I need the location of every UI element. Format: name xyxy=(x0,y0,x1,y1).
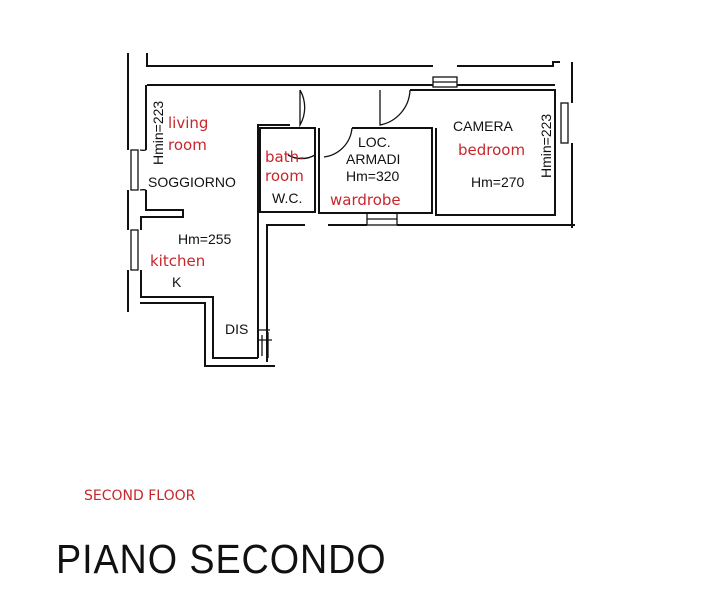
bedroom-height: Hm=270 xyxy=(471,174,525,190)
kitchen-label: K xyxy=(172,274,182,290)
floor-title: PIANO SECONDO xyxy=(56,536,387,582)
bedroom-hmin: Hmin=223 xyxy=(538,114,554,178)
floor-annotation: SECOND FLOOR xyxy=(84,488,196,504)
wardrobe-label-1: LOC. xyxy=(358,134,391,150)
bath-annotation-2: room xyxy=(265,167,304,185)
bath-annotation-1: bath- xyxy=(265,148,305,166)
walls xyxy=(127,53,575,367)
kitchen-annotation: kitchen xyxy=(150,252,205,270)
bath-label: W.C. xyxy=(272,190,302,206)
living-annotation-1: living xyxy=(168,114,208,132)
wardrobe-annotation: wardrobe xyxy=(330,191,401,209)
wardrobe-height: Hm=320 xyxy=(346,168,400,184)
wardrobe-label-2: ARMADI xyxy=(346,151,400,167)
bedroom-annotation: bedroom xyxy=(458,141,525,159)
living-room-hmin: Hmin=223 xyxy=(150,101,166,165)
labels: SOGGIORNO Hmin=223 living room Hm=255 ki… xyxy=(148,101,554,337)
bedroom-label: CAMERA xyxy=(453,118,514,134)
living-annotation-2: room xyxy=(168,136,207,154)
kitchen-height: Hm=255 xyxy=(178,231,232,247)
hall-label: DIS xyxy=(225,321,248,337)
living-room-label: SOGGIORNO xyxy=(148,174,236,190)
